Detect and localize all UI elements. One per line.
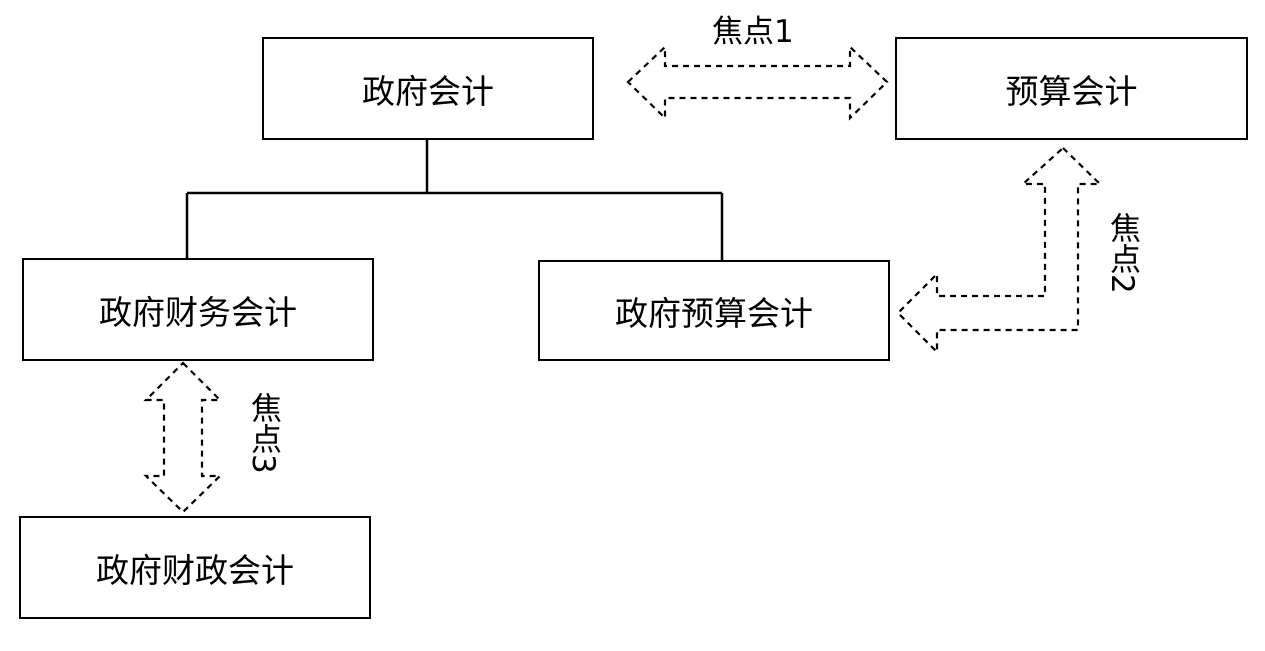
node-gov-financial-accounting: 政府财务会计 — [22, 258, 374, 361]
focus1-double-arrow — [626, 44, 889, 121]
node-gov-budget-accounting: 政府预算会计 — [538, 260, 890, 361]
focus3-label: 焦点3 — [245, 392, 281, 474]
tree-connectors — [185, 140, 724, 260]
focus3-double-arrow — [143, 361, 223, 514]
node-gov-fiscal-accounting: 政府财政会计 — [19, 516, 371, 619]
node-gov-accounting: 政府会计 — [262, 37, 594, 140]
node-budget-accounting: 预算会计 — [895, 37, 1248, 140]
focus2-label: 焦点2 — [1104, 212, 1140, 294]
focus1-label: 焦点1 — [712, 14, 794, 50]
focus2-elbow-arrow — [896, 146, 1103, 355]
